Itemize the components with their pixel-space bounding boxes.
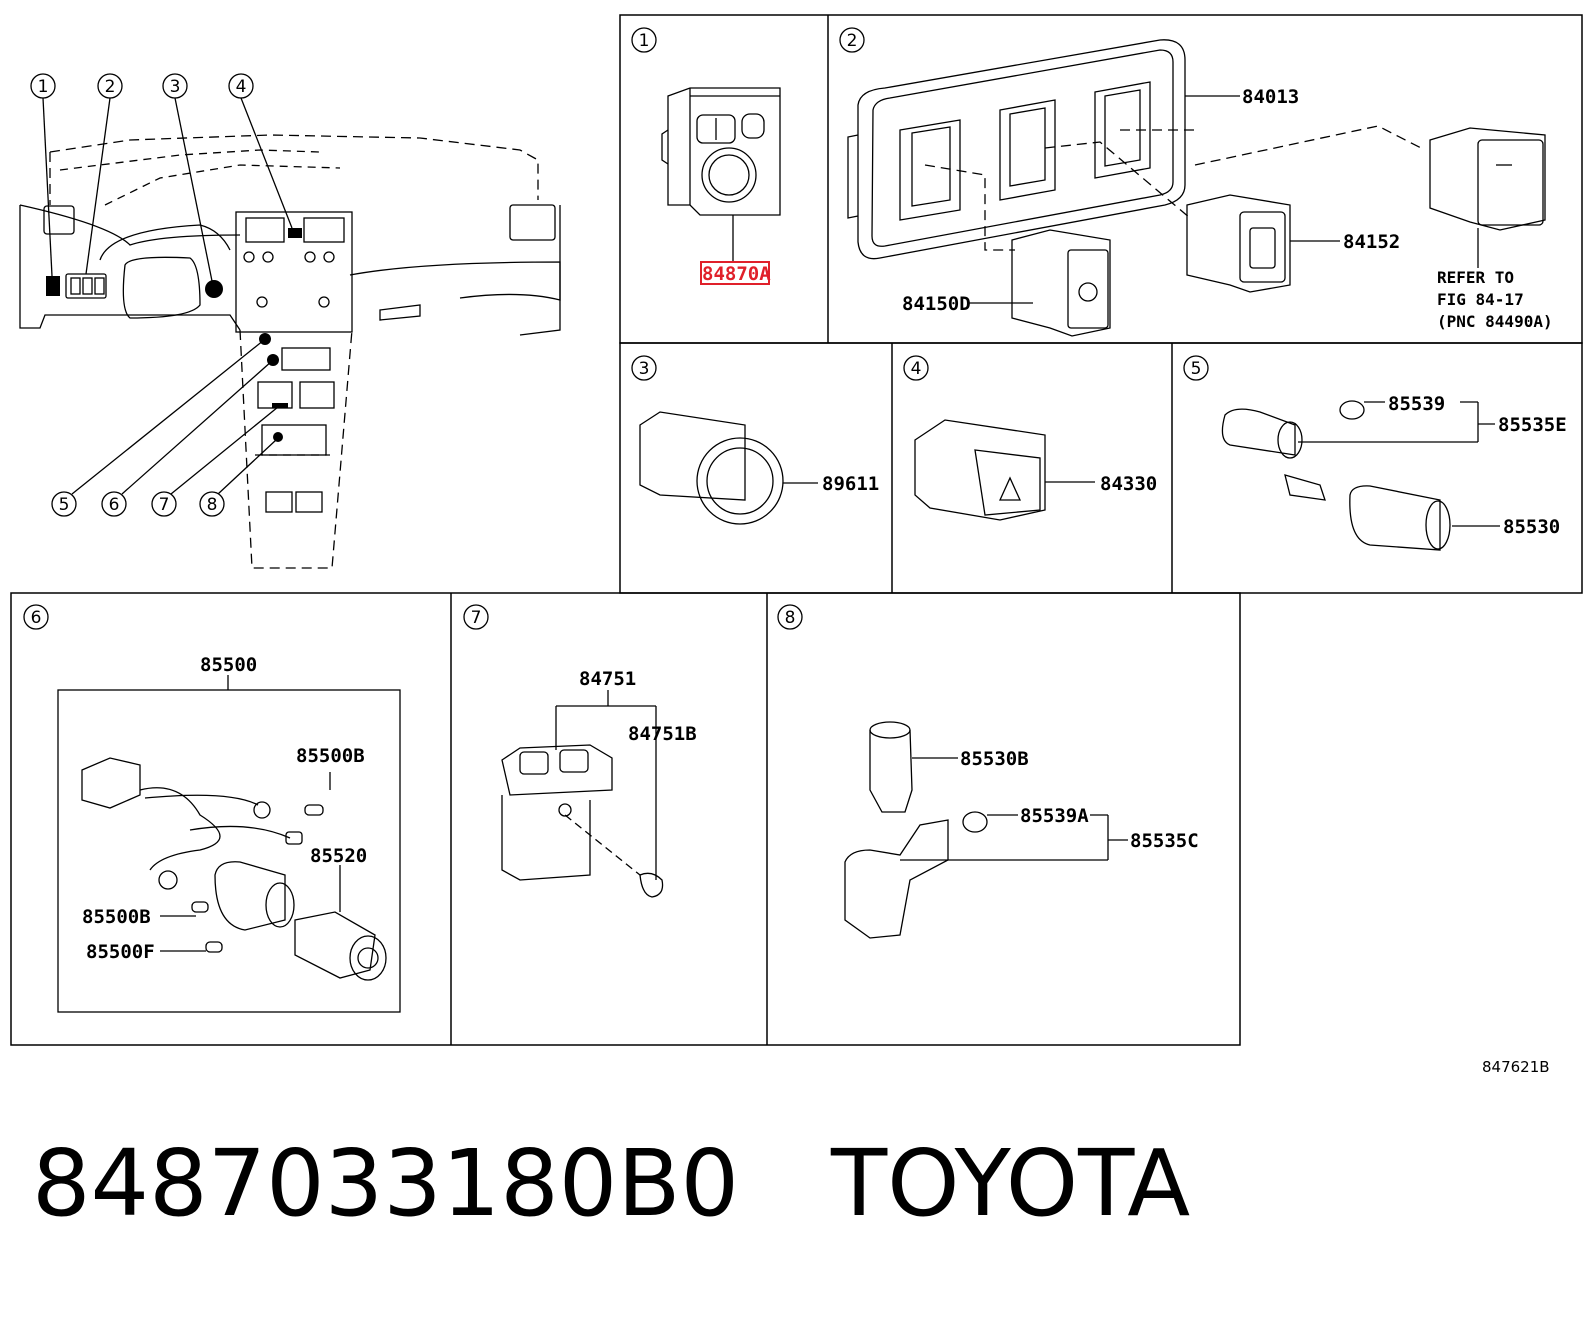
part-label-84152[interactable]: 84152 (1343, 231, 1400, 253)
power-outlet-2-drawing (777, 604, 1128, 939)
diagram-code: 847621B (1482, 1058, 1550, 1076)
part-label-84751[interactable]: 84751 (579, 668, 636, 690)
power-outlet-drawing (1183, 355, 1500, 551)
panel-number-7: 7 (471, 608, 482, 628)
dashboard-overview (19, 73, 561, 569)
panel-numbers: 1 2 3 4 5 6 7 8 (31, 31, 1202, 628)
overview-callout-1: 1 (38, 77, 49, 97)
refer-note-line2: FIG 84-17 (1437, 290, 1524, 309)
panel-number-3: 3 (639, 359, 650, 379)
overview-callout-4: 4 (236, 77, 247, 97)
part-label-84013[interactable]: 84013 (1242, 86, 1299, 108)
panel-number-6: 6 (31, 608, 42, 628)
part-label-85539A[interactable]: 85539A (1020, 805, 1089, 827)
part-label-85530[interactable]: 85530 (1503, 516, 1560, 538)
panel-frames (10, 14, 1583, 1046)
part-label-85539[interactable]: 85539 (1388, 393, 1445, 415)
part-label-84870A[interactable]: 84870A (702, 263, 771, 285)
overview-callout-numbers: 1 2 3 4 5 6 7 8 (38, 77, 247, 515)
part-label-85530B[interactable]: 85530B (960, 748, 1029, 770)
mirror-switch-drawing (631, 27, 781, 285)
panel-number-5: 5 (1191, 359, 1202, 379)
part-label-84751B[interactable]: 84751B (628, 723, 697, 745)
overview-callout-5: 5 (59, 495, 70, 515)
part-label-84330[interactable]: 84330 (1100, 473, 1157, 495)
part-label-89611[interactable]: 89611 (822, 473, 879, 495)
part-label-85500B-upper[interactable]: 85500B (296, 745, 365, 767)
switch-bezel-drawing (839, 27, 1546, 337)
overview-callout-8: 8 (207, 495, 218, 515)
part-label-85535C[interactable]: 85535C (1130, 830, 1199, 852)
part-labels: 84870A 84013 84152 84150D REFER TO FIG 8… (82, 86, 1567, 963)
part-label-85535E[interactable]: 85535E (1498, 414, 1567, 436)
panel-number-1: 1 (639, 31, 650, 51)
push-start-switch-drawing (631, 355, 818, 525)
seat-heater-switch-drawing (463, 604, 664, 898)
overview-callout-2: 2 (105, 77, 116, 97)
part-label-85520[interactable]: 85520 (310, 845, 367, 867)
panel-number-8: 8 (785, 608, 796, 628)
panel-number-4: 4 (911, 359, 922, 379)
overview-callout-7: 7 (159, 495, 170, 515)
part-number: 8487033180B0 (32, 1130, 739, 1237)
refer-note-line3: (PNC 84490A) (1437, 312, 1553, 331)
panel-number-2: 2 (847, 31, 858, 51)
overview-callout-3: 3 (170, 77, 181, 97)
part-label-85500B-lower[interactable]: 85500B (82, 906, 151, 928)
overview-callout-6: 6 (109, 495, 120, 515)
part-label-85500F[interactable]: 85500F (86, 941, 155, 963)
part-label-85500[interactable]: 85500 (200, 654, 257, 676)
cigarette-lighter-drawing (23, 604, 401, 1013)
refer-note-line1: REFER TO (1437, 268, 1514, 287)
part-label-84150D[interactable]: 84150D (902, 293, 971, 315)
hazard-switch-drawing (903, 355, 1095, 521)
brand-name: TOYOTA (830, 1130, 1191, 1237)
